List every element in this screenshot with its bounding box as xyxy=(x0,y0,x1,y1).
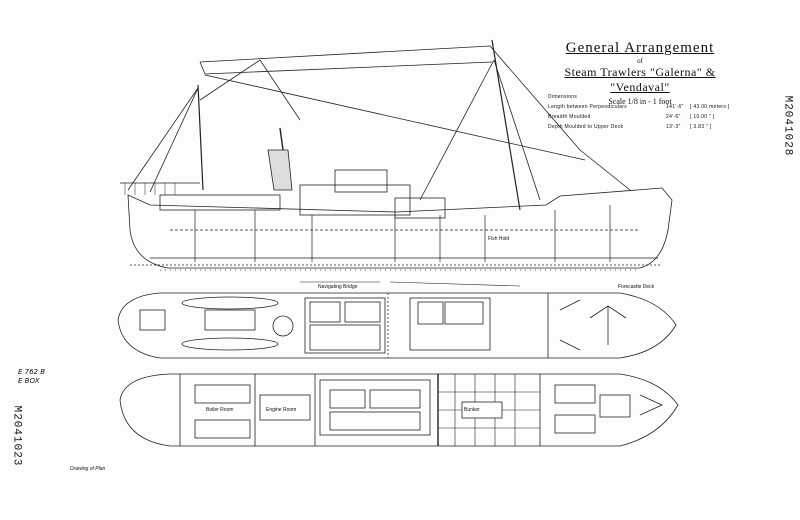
dimensions-heading: Dimensions xyxy=(548,94,578,100)
upper-deck-plan xyxy=(117,292,677,359)
dimension-label: Breadth Moulded xyxy=(548,114,591,120)
drawing-ref-line1: E 762 B xyxy=(18,368,46,376)
dimension-feet: 13'-3" xyxy=(666,124,681,130)
drawing-ref-line2: E BOX xyxy=(18,377,40,385)
label-forecastle-deck: Forecastle Deck xyxy=(618,284,655,290)
lower-deck-plan xyxy=(119,373,679,447)
dimension-row: Depth Moulded to Upper Deck 13'-3" [ 3.8… xyxy=(548,122,738,132)
title-block: General Arrangement of Steam Trawlers "G… xyxy=(540,40,740,106)
label-fish-hold: Fish Hold xyxy=(488,236,510,242)
reference-number-right: M2041028 xyxy=(781,95,794,157)
dimension-metric: [ 10.00 " ] xyxy=(690,114,715,120)
dimension-label: Depth Moulded to Upper Deck xyxy=(548,124,624,130)
hull-profile xyxy=(127,187,673,269)
label-bunker: Bunker xyxy=(464,407,480,413)
lower-deck-outline xyxy=(119,373,679,447)
drawing-ref-note: E 762 B E BOX xyxy=(18,368,45,386)
label-engine-room: Engine Room xyxy=(266,407,297,413)
dimensions-table: Dimensions Length between Perpendiculars… xyxy=(548,92,738,132)
funnel-plan xyxy=(272,315,294,337)
upper-deck-outline xyxy=(117,292,677,359)
dimension-feet: 141'-6" xyxy=(666,104,684,110)
dimension-row: Length between Perpendiculars 141'-6" [ … xyxy=(548,102,738,112)
dimensions-heading-row: Dimensions xyxy=(548,92,738,102)
main-mast xyxy=(197,84,204,191)
title-heading: General Arrangement xyxy=(565,40,715,56)
label-navigating-bridge: Navigating Bridge xyxy=(318,284,358,290)
dimension-row: Breadth Moulded 24'-6" [ 10.00 " ] xyxy=(548,112,738,122)
dimension-label: Length between Perpendiculars xyxy=(548,104,628,110)
label-plan-note: Drawing of Plan xyxy=(70,466,106,472)
reference-number-left: M2041023 xyxy=(10,405,23,467)
profile-view xyxy=(120,39,673,271)
funnel xyxy=(267,149,293,191)
dimension-metric: [ 43.00 meters ] xyxy=(690,104,730,110)
dimension-feet: 24'-6" xyxy=(666,114,681,120)
dimension-metric: [ 3.83 " ] xyxy=(690,124,712,130)
title-of: of xyxy=(637,57,643,65)
title-scale: Scale 1/8 in - 1 foot xyxy=(608,97,672,106)
title-subject: Steam Trawlers "Galerna" & "Vendaval" xyxy=(564,65,716,94)
lifeboat-port xyxy=(181,296,279,310)
lifeboat-starboard xyxy=(181,337,279,351)
label-boiler-room: Boiler Room xyxy=(206,407,234,413)
